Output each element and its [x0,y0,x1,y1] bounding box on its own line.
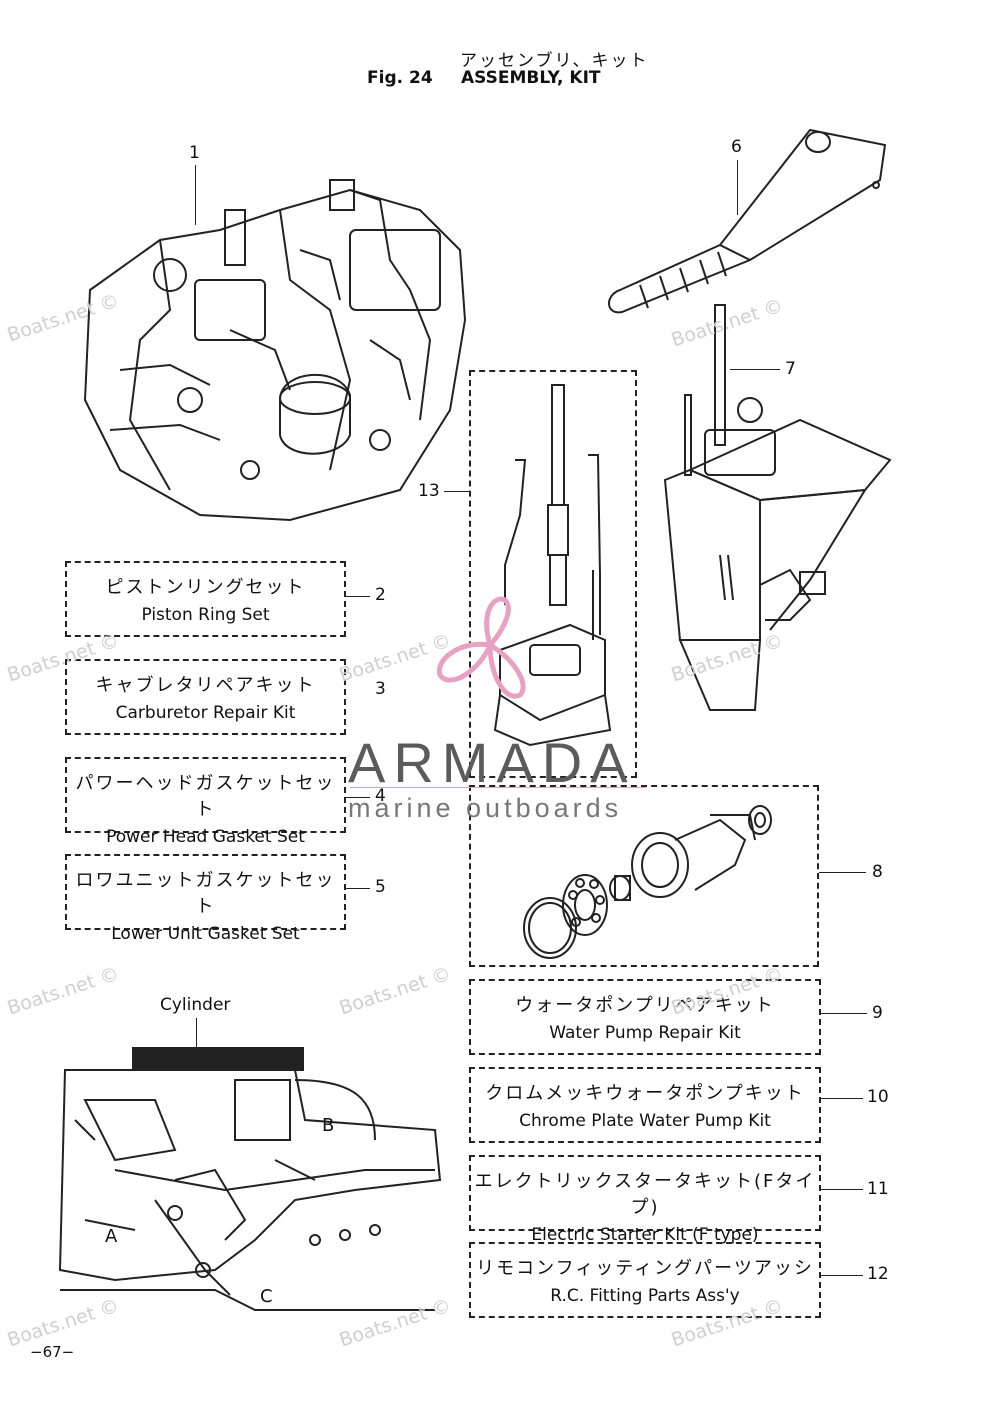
leader-6 [737,160,738,215]
chrome-plate-water-pump-kit-en: Chrome Plate Water Pump Kit [519,1111,771,1131]
callout-6: 6 [731,137,742,157]
piston-ring-set-en: Piston Ring Set [141,605,270,625]
piston-ring-set-box: ピストンリングセット Piston Ring Set [65,561,346,637]
callout-13: 13 [418,481,440,501]
leader-10 [821,1098,863,1099]
cylinder-leader [196,1018,197,1048]
callout-4: 4 [375,786,386,806]
leader-13 [444,491,469,492]
leader-12 [821,1275,863,1276]
armada-propeller-logo [436,596,526,699]
bearing-housing-kit-box [469,785,819,967]
rc-fitting-parts-box: リモコンフィッティングパーツアッシ R.C. Fitting Parts Ass… [469,1242,821,1318]
lower-unit-gasket-set-en: Lower Unit Gasket Set [111,924,300,944]
electric-starter-kit-en: Electric Starter Kit (F type) [531,1225,759,1245]
callout-8: 8 [872,862,883,882]
callout-9: 9 [872,1003,883,1023]
armada-brand-subtitle: marine outboards [348,793,623,823]
carburetor-repair-kit-en: Carburetor Repair Kit [115,703,296,723]
leader-2 [346,596,370,597]
rc-fitting-parts-jp: リモコンフィッティングパーツアッシ [476,1258,814,1279]
drive-shaft-illustration [493,384,612,747]
water-pump-repair-kit-jp: ウォータポンプリペアキット [515,995,775,1016]
leader-8 [819,872,866,873]
title-japanese: アッセンブリ、キット [460,51,649,71]
water-pump-repair-kit-box: ウォータポンプリペアキット Water Pump Repair Kit [469,979,821,1055]
leader-7 [730,369,780,370]
lower-unit-gasket-set-jp: ロワユニットガスケットセット [75,870,336,917]
callout-5: 5 [375,877,386,897]
figure-number: Fig. 24 [367,68,433,88]
rc-fitting-parts-en: R.C. Fitting Parts Ass'y [550,1286,740,1306]
cylinder-detail-illustration [58,1047,442,1311]
chrome-plate-water-pump-kit-box: クロムメッキウォータポンプキット Chrome Plate Water Pump… [469,1067,821,1143]
cylinder-letter-a: A [105,1226,118,1247]
callout-1: 1 [189,143,200,163]
leader-9 [821,1013,867,1014]
piston-ring-set-jp: ピストンリングセット [105,577,306,598]
callout-2: 2 [375,585,386,605]
callout-11: 11 [867,1179,889,1199]
callout-10: 10 [867,1087,889,1107]
power-head-gasket-set-jp: パワーヘッドガスケットセット [75,773,336,820]
watermark-text: Boats.net © [4,962,122,1020]
leader-5 [346,888,370,889]
tiller-handle-illustration [608,128,887,314]
callout-12: 12 [867,1264,889,1284]
bearing-housing-illustration [523,805,772,959]
electric-starter-kit-box: エレクトリックスタータキット(Fタイプ) Electric Starter Ki… [469,1155,821,1245]
cylinder-label: Cylinder [160,995,231,1015]
power-head-gasket-set-en: Power Head Gasket Set [106,827,305,847]
page-number: −67− [30,1343,75,1361]
power-head-illustration [83,179,467,522]
cylinder-letter-c: C [260,1286,273,1307]
leader-11 [821,1189,863,1190]
drive-shaft-kit-box [469,370,637,778]
lower-unit-gasket-set-box: ロワユニットガスケットセット Lower Unit Gasket Set [65,854,346,944]
callout-3: 3 [375,679,386,699]
callout-7: 7 [785,359,796,379]
brand-underline [350,787,646,788]
leader-4 [346,797,370,798]
carburetor-repair-kit-jp: キャブレタリペアキット [95,675,316,696]
leader-1 [195,165,196,225]
title-english: ASSEMBLY, KIT [461,68,601,88]
carburetor-repair-kit-box: キャブレタリペアキット Carburetor Repair Kit [65,659,346,735]
lower-unit-illustration [663,304,892,711]
watermark-text: Boats.net © [336,962,454,1020]
power-head-gasket-set-box: パワーヘッドガスケットセット Power Head Gasket Set [65,757,346,847]
water-pump-repair-kit-en: Water Pump Repair Kit [549,1023,741,1043]
cylinder-letter-b: B [322,1115,335,1136]
chrome-plate-water-pump-kit-jp: クロムメッキウォータポンプキット [485,1083,805,1104]
armada-brand: ARMADA [348,731,636,794]
electric-starter-kit-jp: エレクトリックスタータキット(Fタイプ) [474,1171,816,1218]
